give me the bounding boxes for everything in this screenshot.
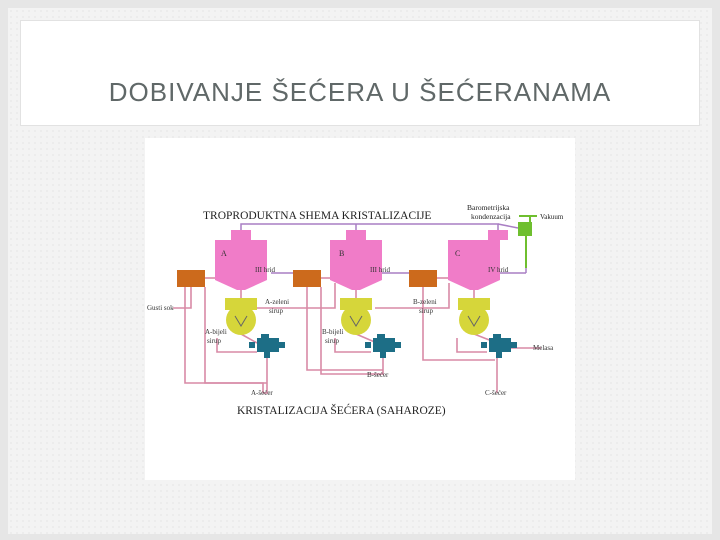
a-green-syrup-label-1: A-zeleni [265, 298, 289, 306]
condenser-label-1: Barometrijska [467, 203, 510, 212]
pan-b-label: B [339, 249, 344, 258]
title-box: DOBIVANJE ŠEĆERA U ŠEĆERANAMA [20, 20, 700, 126]
melter-2 [293, 270, 321, 287]
crystallizer-b [340, 298, 372, 335]
centrifuge-a [249, 334, 285, 358]
vapor-label-b: III hrid [370, 266, 391, 274]
vacuum-pan-a: A [215, 230, 267, 290]
b-sugar-label: B-šećer [367, 371, 389, 379]
a-sugar-label: A-šećer [251, 389, 273, 397]
vapor-label-c: IV hrid [488, 266, 509, 274]
vapor-label-a: III hrid [255, 266, 276, 274]
vacuum-pan-c: C [448, 230, 508, 290]
condenser-box [518, 222, 532, 236]
crystallizer-c [458, 298, 490, 335]
centrifuge-c [481, 334, 517, 358]
melter-3 [409, 270, 437, 287]
molasses-label: Melasa [533, 344, 554, 352]
condenser-label-2: kondenzacija [471, 212, 511, 221]
diagram-footer: KRISTALIZACIJA ŠEĆERA (SAHAROZE) [237, 403, 446, 417]
vacuum-pan-b: B [330, 230, 382, 290]
centrifuge-b [365, 334, 401, 358]
condenser [518, 215, 537, 268]
diagram-figure: TROPRODUKTNA SHEMA KRISTALIZACIJE Barome… [145, 138, 575, 480]
slide-title: DOBIVANJE ŠEĆERA U ŠEĆERANAMA [108, 77, 612, 107]
a-white-syrup-label-1: A-bijeli [205, 328, 227, 336]
b-green-syrup-label-1: B-zeleni [413, 298, 437, 306]
b-green-syrup-label-2: sirup [419, 307, 434, 315]
diagram-header: TROPRODUKTNA SHEMA KRISTALIZACIJE [203, 210, 431, 222]
b-white-syrup-label-2: sirup [325, 337, 340, 345]
crystallization-diagram: TROPRODUKTNA SHEMA KRISTALIZACIJE Barome… [147, 203, 564, 417]
b-white-syrup-label-1: B-bijeli [322, 328, 343, 336]
pan-a-label: A [221, 249, 227, 258]
a-green-syrup-label-2: sirup [269, 307, 284, 315]
a-white-syrup-label-2: sirup [207, 337, 222, 345]
melter-1 [177, 270, 205, 287]
crystallizer-a [225, 298, 257, 335]
pan-c-label: C [455, 249, 460, 258]
vacuum-label: Vakuum [540, 213, 564, 221]
c-sugar-label: C-šećer [485, 389, 507, 397]
process-pipes [173, 277, 541, 394]
feed-label: Gusti sok [147, 304, 174, 312]
